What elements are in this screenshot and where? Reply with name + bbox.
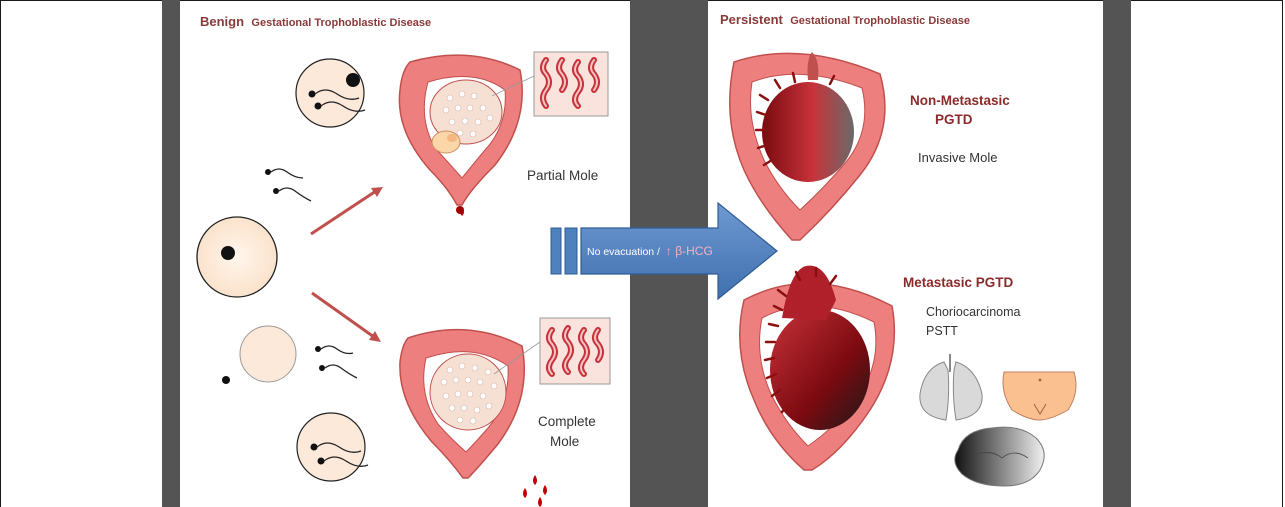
choriocarcinoma-uterus — [740, 266, 895, 470]
metastasic-label: Metastasic PGTD — [903, 275, 1014, 290]
abdomen-icon — [1003, 372, 1076, 420]
invasive-mole-uterus — [730, 52, 885, 240]
arrow-to-complete-mole — [312, 293, 381, 342]
arrow-caption: No evacuation / ↑ β-HCG — [587, 244, 713, 258]
persistent-title: Persistent Gestational Trophoblastic Dis… — [720, 12, 970, 27]
benign-title: Benign Gestational Trophoblastic Disease — [200, 14, 431, 29]
fertilization-circle-bottom — [297, 413, 368, 481]
arrow-to-partial-mole — [311, 187, 383, 234]
pstt-label: PSTT — [926, 324, 958, 338]
empty-egg-cell — [222, 326, 296, 384]
choriocarcinoma-label: Choriocarcinoma — [926, 305, 1021, 319]
partial-mole-villi-detail — [534, 52, 608, 116]
non-metastasic-label-line1: Non-Metastasic — [910, 93, 1010, 108]
partial-mole-label: Partial Mole — [527, 168, 598, 183]
right-edge-bar — [1103, 0, 1131, 507]
non-metastasic-label-line2: PGTD — [935, 112, 973, 127]
brain-icon — [955, 427, 1044, 486]
invasive-mole-label: Invasive Mole — [918, 150, 997, 165]
left-edge-bar — [162, 0, 180, 507]
sperm-pair-lower — [315, 346, 357, 378]
complete-mole-label-line1: Complete — [538, 414, 596, 429]
complete-mole-villi-detail — [540, 318, 610, 384]
egg-cell — [197, 217, 277, 297]
complete-mole-uterus — [400, 330, 547, 507]
sperm-pair-upper — [265, 169, 311, 201]
fertilization-circle-top — [296, 59, 365, 127]
lungs-icon — [920, 354, 982, 420]
complete-mole-label-line2: Mole — [550, 434, 579, 449]
partial-mole-uterus — [399, 55, 534, 216]
